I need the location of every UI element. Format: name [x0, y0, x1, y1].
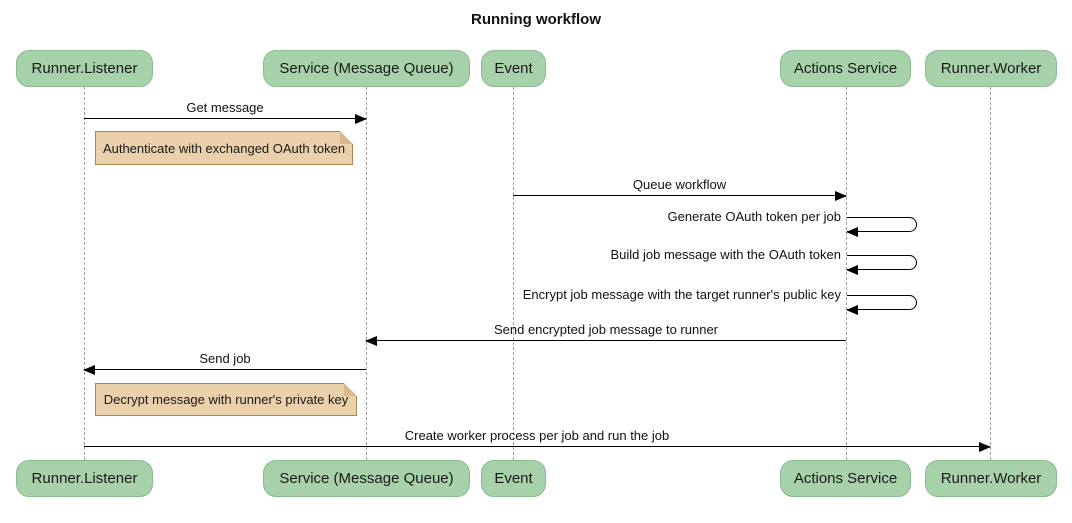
arrowhead-right-icon	[979, 441, 991, 452]
self-message-label: Generate OAuth token per job	[667, 209, 841, 224]
message-label: Create worker process per job and run th…	[404, 428, 670, 443]
note-fold-icon	[344, 383, 357, 396]
participant-top-runner-listener: Runner.Listener	[16, 50, 153, 87]
participant-label: Runner.Listener	[31, 60, 138, 77]
self-message-loop	[846, 217, 917, 237]
lifeline-runner-worker	[990, 87, 991, 460]
arrowhead-left-icon	[846, 226, 858, 237]
participant-top-service-mq: Service (Message Queue)	[263, 50, 470, 87]
note-authenticate: Authenticate with exchanged OAuth token	[95, 131, 353, 165]
participant-top-actions-service: Actions Service	[780, 50, 911, 87]
participant-label: Runner.Listener	[31, 470, 138, 487]
note-decrypt: Decrypt message with runner's private ke…	[95, 383, 357, 416]
self-message-loop	[846, 255, 917, 275]
arrowhead-left-icon	[83, 364, 95, 375]
participant-label: Runner.Worker	[940, 470, 1042, 487]
participant-top-runner-worker: Runner.Worker	[925, 50, 1057, 87]
participant-bottom-runner-listener: Runner.Listener	[16, 460, 153, 497]
note-fold-icon	[340, 131, 353, 144]
participant-bottom-actions-service: Actions Service	[780, 460, 911, 497]
participant-bottom-event: Event	[481, 460, 546, 497]
message-label: Queue workflow	[632, 177, 727, 192]
participant-label: Actions Service	[793, 470, 898, 487]
message-arrow-create-worker: Create worker process per job and run th…	[84, 428, 991, 452]
participant-label: Event	[494, 470, 533, 487]
message-arrow-send-job: Send job	[83, 351, 366, 375]
participant-label: Actions Service	[793, 60, 898, 77]
self-message-label: Encrypt job message with the target runn…	[522, 287, 841, 302]
participant-bottom-service-mq: Service (Message Queue)	[263, 460, 470, 497]
participant-label: Service (Message Queue)	[279, 60, 454, 77]
diagram-title: Running workflow	[471, 11, 601, 28]
arrowhead-left-icon	[846, 264, 858, 275]
note-text: Decrypt message with runner's private ke…	[103, 392, 349, 407]
self-message-label: Build job message with the OAuth token	[610, 247, 841, 262]
participant-top-event: Event	[481, 50, 546, 87]
message-label: Send encrypted job message to runner	[493, 322, 719, 337]
lifeline-runner-listener	[84, 87, 85, 460]
message-arrow-queue-workflow: Queue workflow	[513, 177, 847, 201]
participant-label: Runner.Worker	[940, 60, 1042, 77]
participant-bottom-runner-worker: Runner.Worker	[925, 460, 1057, 497]
arrowhead-right-icon	[835, 190, 847, 201]
lifeline-event	[513, 87, 514, 460]
self-message-loop	[846, 295, 917, 315]
message-arrow-get-message: Get message	[84, 100, 367, 124]
participant-label: Service (Message Queue)	[279, 470, 454, 487]
message-arrow-send-encrypted: Send encrypted job message to runner	[365, 322, 846, 346]
arrowhead-right-icon	[355, 113, 367, 124]
participant-label: Event	[494, 60, 533, 77]
message-label: Get message	[186, 100, 264, 115]
note-text: Authenticate with exchanged OAuth token	[102, 140, 346, 156]
arrowhead-left-icon	[846, 304, 858, 315]
message-label: Send job	[199, 351, 251, 366]
lifeline-service-mq	[366, 87, 367, 460]
arrowhead-left-icon	[365, 335, 377, 346]
